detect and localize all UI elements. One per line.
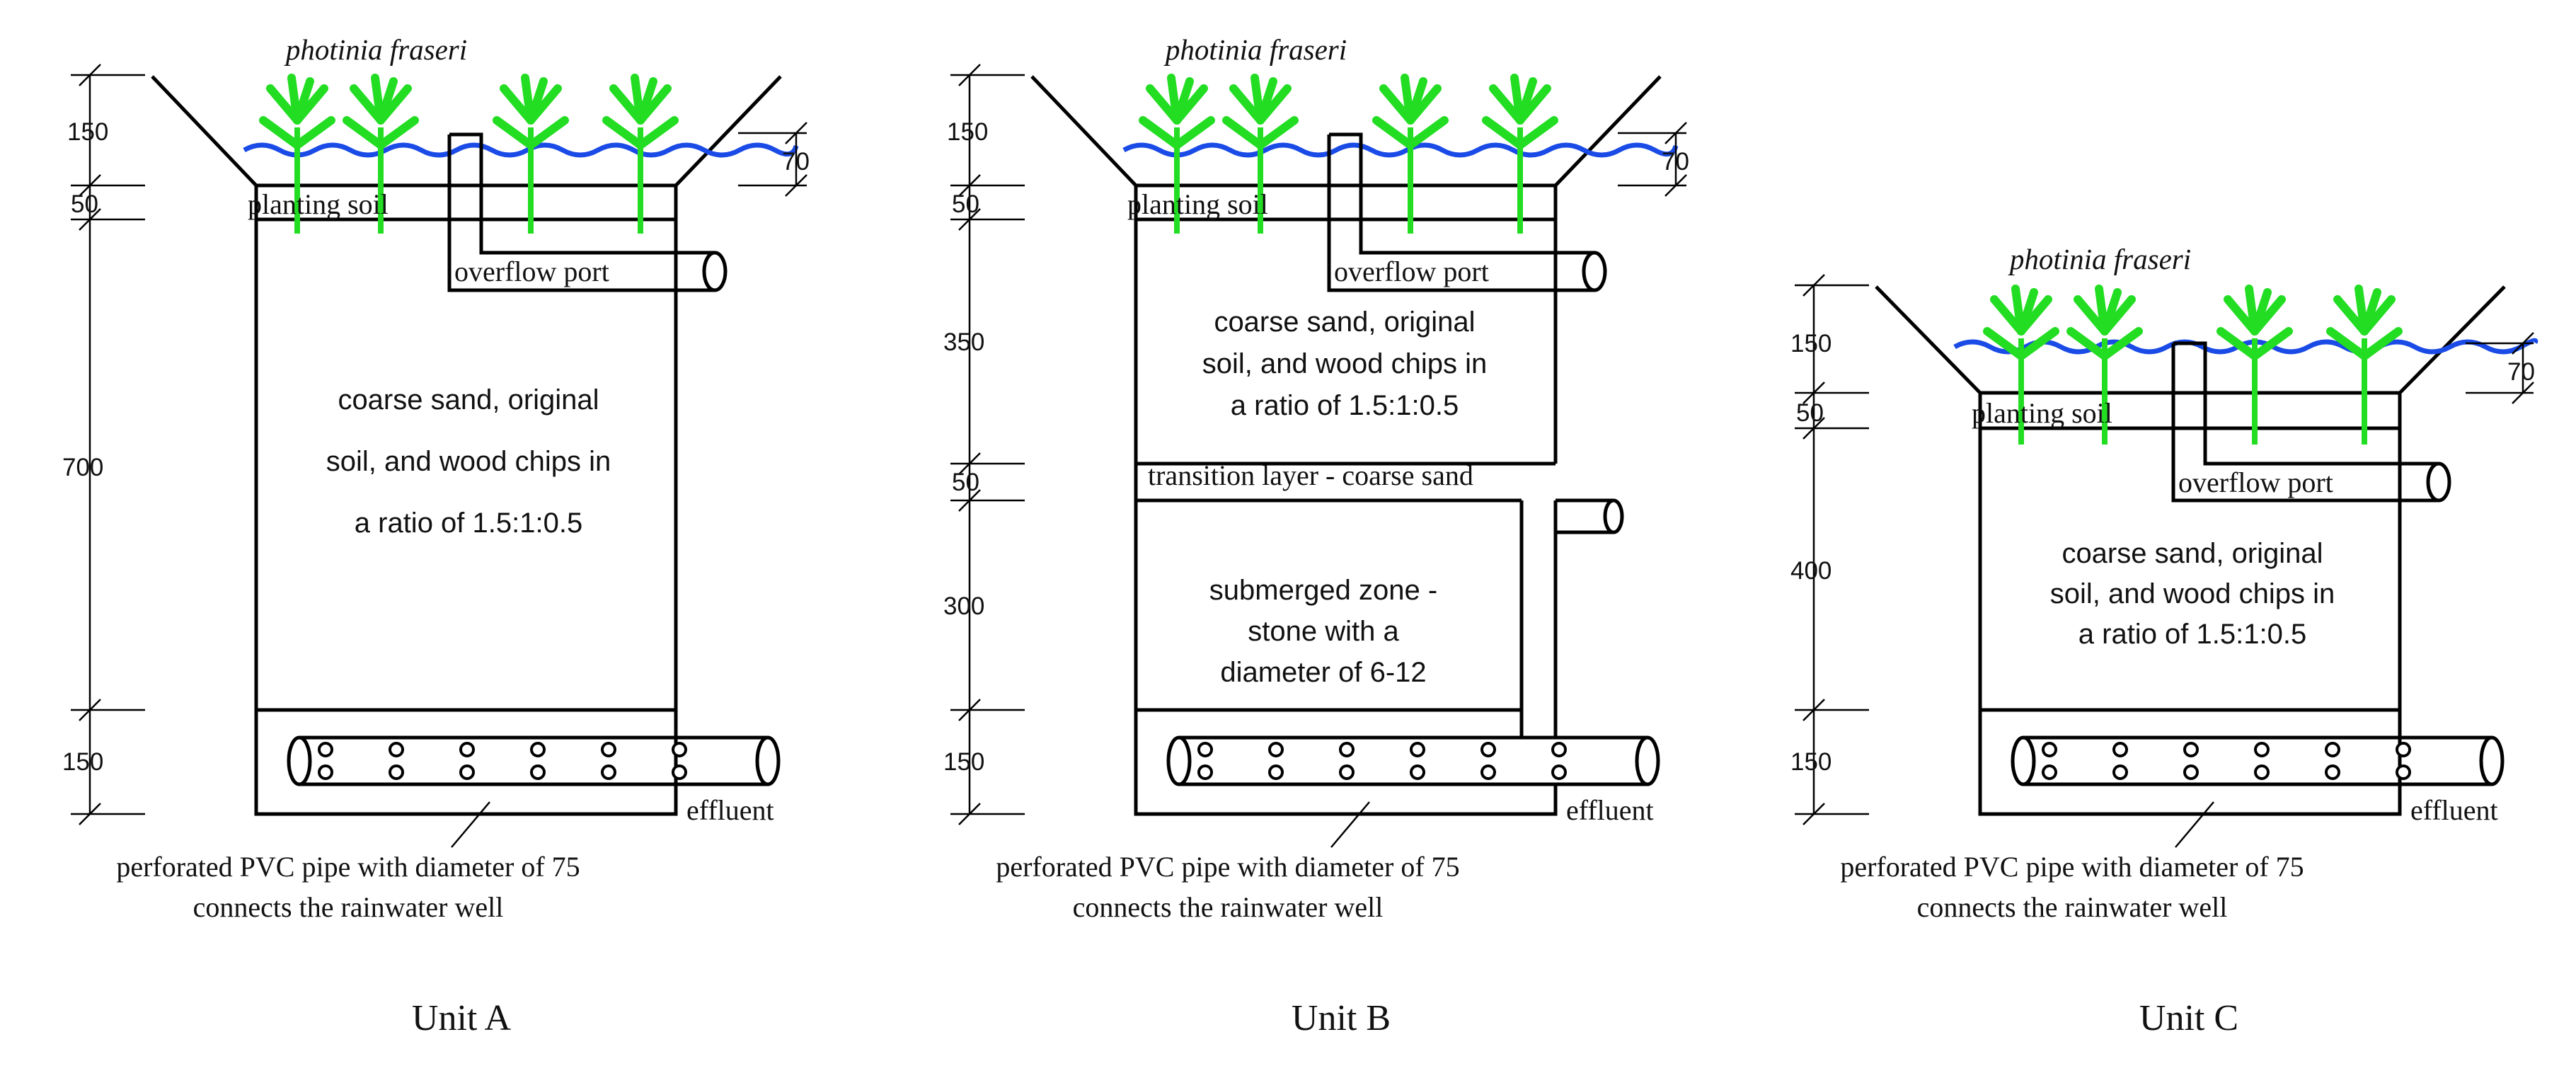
dimension-scale-b: 150 50 350 50 300 150 [943,64,1025,825]
plant-name-b: photinia fraseri [1163,33,1347,66]
dimension-scale-a: 150 50 700 150 [62,64,145,825]
overflow-label-b: overflow port [1334,256,1489,287]
media-label-c-2: soil, and wood chips in [2050,578,2335,609]
pipe-label-a-1: perforated PVC pipe with diameter of 75 [116,851,580,883]
cell-outline-c [1875,285,2506,816]
ponding-dimension-c: 70 [2466,332,2535,404]
planting-soil-label-c: planting soil [1972,397,2112,429]
pipe-label-a-2: connects the rainwater well [193,891,504,923]
dim-submerged-b: 300 [943,592,984,620]
unit-title-c: Unit C [2139,998,2238,1038]
submerged-label-b-3: diameter of 6-12 [1220,657,1426,688]
planting-soil-label-a: planting soil [248,188,389,220]
ponding-depth-b: 70 [1662,148,1689,176]
submerged-label-b-1: submerged zone - [1209,575,1437,606]
submerged-label-b-2: stone with a [1248,616,1399,647]
outlet-riser-b [1519,498,1624,738]
ponding-depth-c: 70 [2507,358,2535,386]
planting-soil-label-b: planting soil [1127,188,1268,220]
water-wave-icon [1122,142,1679,158]
dim-drainage-c: 150 [1790,748,1832,776]
perforated-pipe-icon [287,735,781,786]
overflow-label-a: overflow port [454,256,609,287]
media-label-c-1: coarse sand, original [2062,538,2323,569]
dim-planting-soil-c: 50 [1796,399,1824,427]
unit-a: 150 50 700 150 overflow port 70 [62,33,810,1038]
perforated-pipe-icon [2011,735,2505,786]
pipe-leader-c [2175,801,2214,848]
dim-planting-soil-b: 50 [952,190,979,218]
overflow-port-b: overflow port [1327,132,1607,292]
dim-media-a: 700 [62,454,103,481]
pipe-label-c-1: perforated PVC pipe with diameter of 75 [1840,851,2304,883]
effluent-label-c: effluent [2410,794,2498,826]
plant-name-c: photinia fraseri [2008,243,2191,275]
perforated-pipe-icon [1166,735,1660,786]
ponding-dimension-a: 70 [738,122,810,197]
transition-label-b: transition layer - coarse sand [1148,459,1473,491]
unit-title-b: Unit B [1292,998,1391,1038]
media-label-a-1: coarse sand, original [338,384,599,415]
pipe-label-b-2: connects the rainwater well [1073,891,1384,923]
dim-ponding-c: 150 [1790,330,1832,357]
dim-drainage-b: 150 [943,748,984,776]
overflow-port-a: overflow port [447,132,728,292]
dim-media-b: 350 [943,328,984,356]
ponding-dimension-b: 70 [1618,122,1689,197]
overflow-port-c: overflow port [2171,341,2451,503]
ponding-depth-a: 70 [782,148,810,176]
dim-planting-soil-a: 50 [71,190,98,218]
dimension-scale-c: 150 50 400 150 [1790,274,1869,825]
cell-outline-a [151,75,782,816]
plant-icon [2330,289,2398,445]
plant-name-a: photinia fraseri [284,33,467,66]
pipe-label-b-1: perforated PVC pipe with diameter of 75 [996,851,1459,883]
effluent-label-b: effluent [1566,794,1654,826]
dim-ponding-b: 150 [947,118,988,146]
pipe-leader-a [451,801,490,848]
media-label-c-3: a ratio of 1.5:1:0.5 [2078,619,2306,650]
dim-transition-b: 50 [952,469,979,496]
media-label-a-2: soil, and wood chips in [326,446,611,477]
plant-icon [1486,78,1554,234]
media-label-b-3: a ratio of 1.5:1:0.5 [1231,390,1459,421]
overflow-label-c: overflow port [2178,466,2333,498]
cell-outline-b [1030,75,1558,816]
pipe-label-c-2: connects the rainwater well [1917,891,2228,923]
media-label-b-1: coarse sand, original [1214,306,1475,338]
media-label-a-3: a ratio of 1.5:1:0.5 [355,508,582,539]
plant-icon [606,78,674,234]
pipe-leader-b [1330,801,1370,848]
dim-media-c: 400 [1790,557,1832,585]
effluent-label-a: effluent [686,794,774,826]
media-label-b-2: soil, and wood chips in [1202,348,1487,379]
dim-drainage-a: 150 [62,748,103,776]
unit-title-a: Unit A [412,998,512,1038]
water-wave-icon [243,142,799,158]
unit-c: 150 50 400 150 overflow port 70 [1790,243,2538,1038]
plant-icon [2221,289,2289,445]
dim-ponding-a: 150 [67,118,108,146]
unit-b: 150 50 350 50 300 150 ove [943,33,1689,1038]
